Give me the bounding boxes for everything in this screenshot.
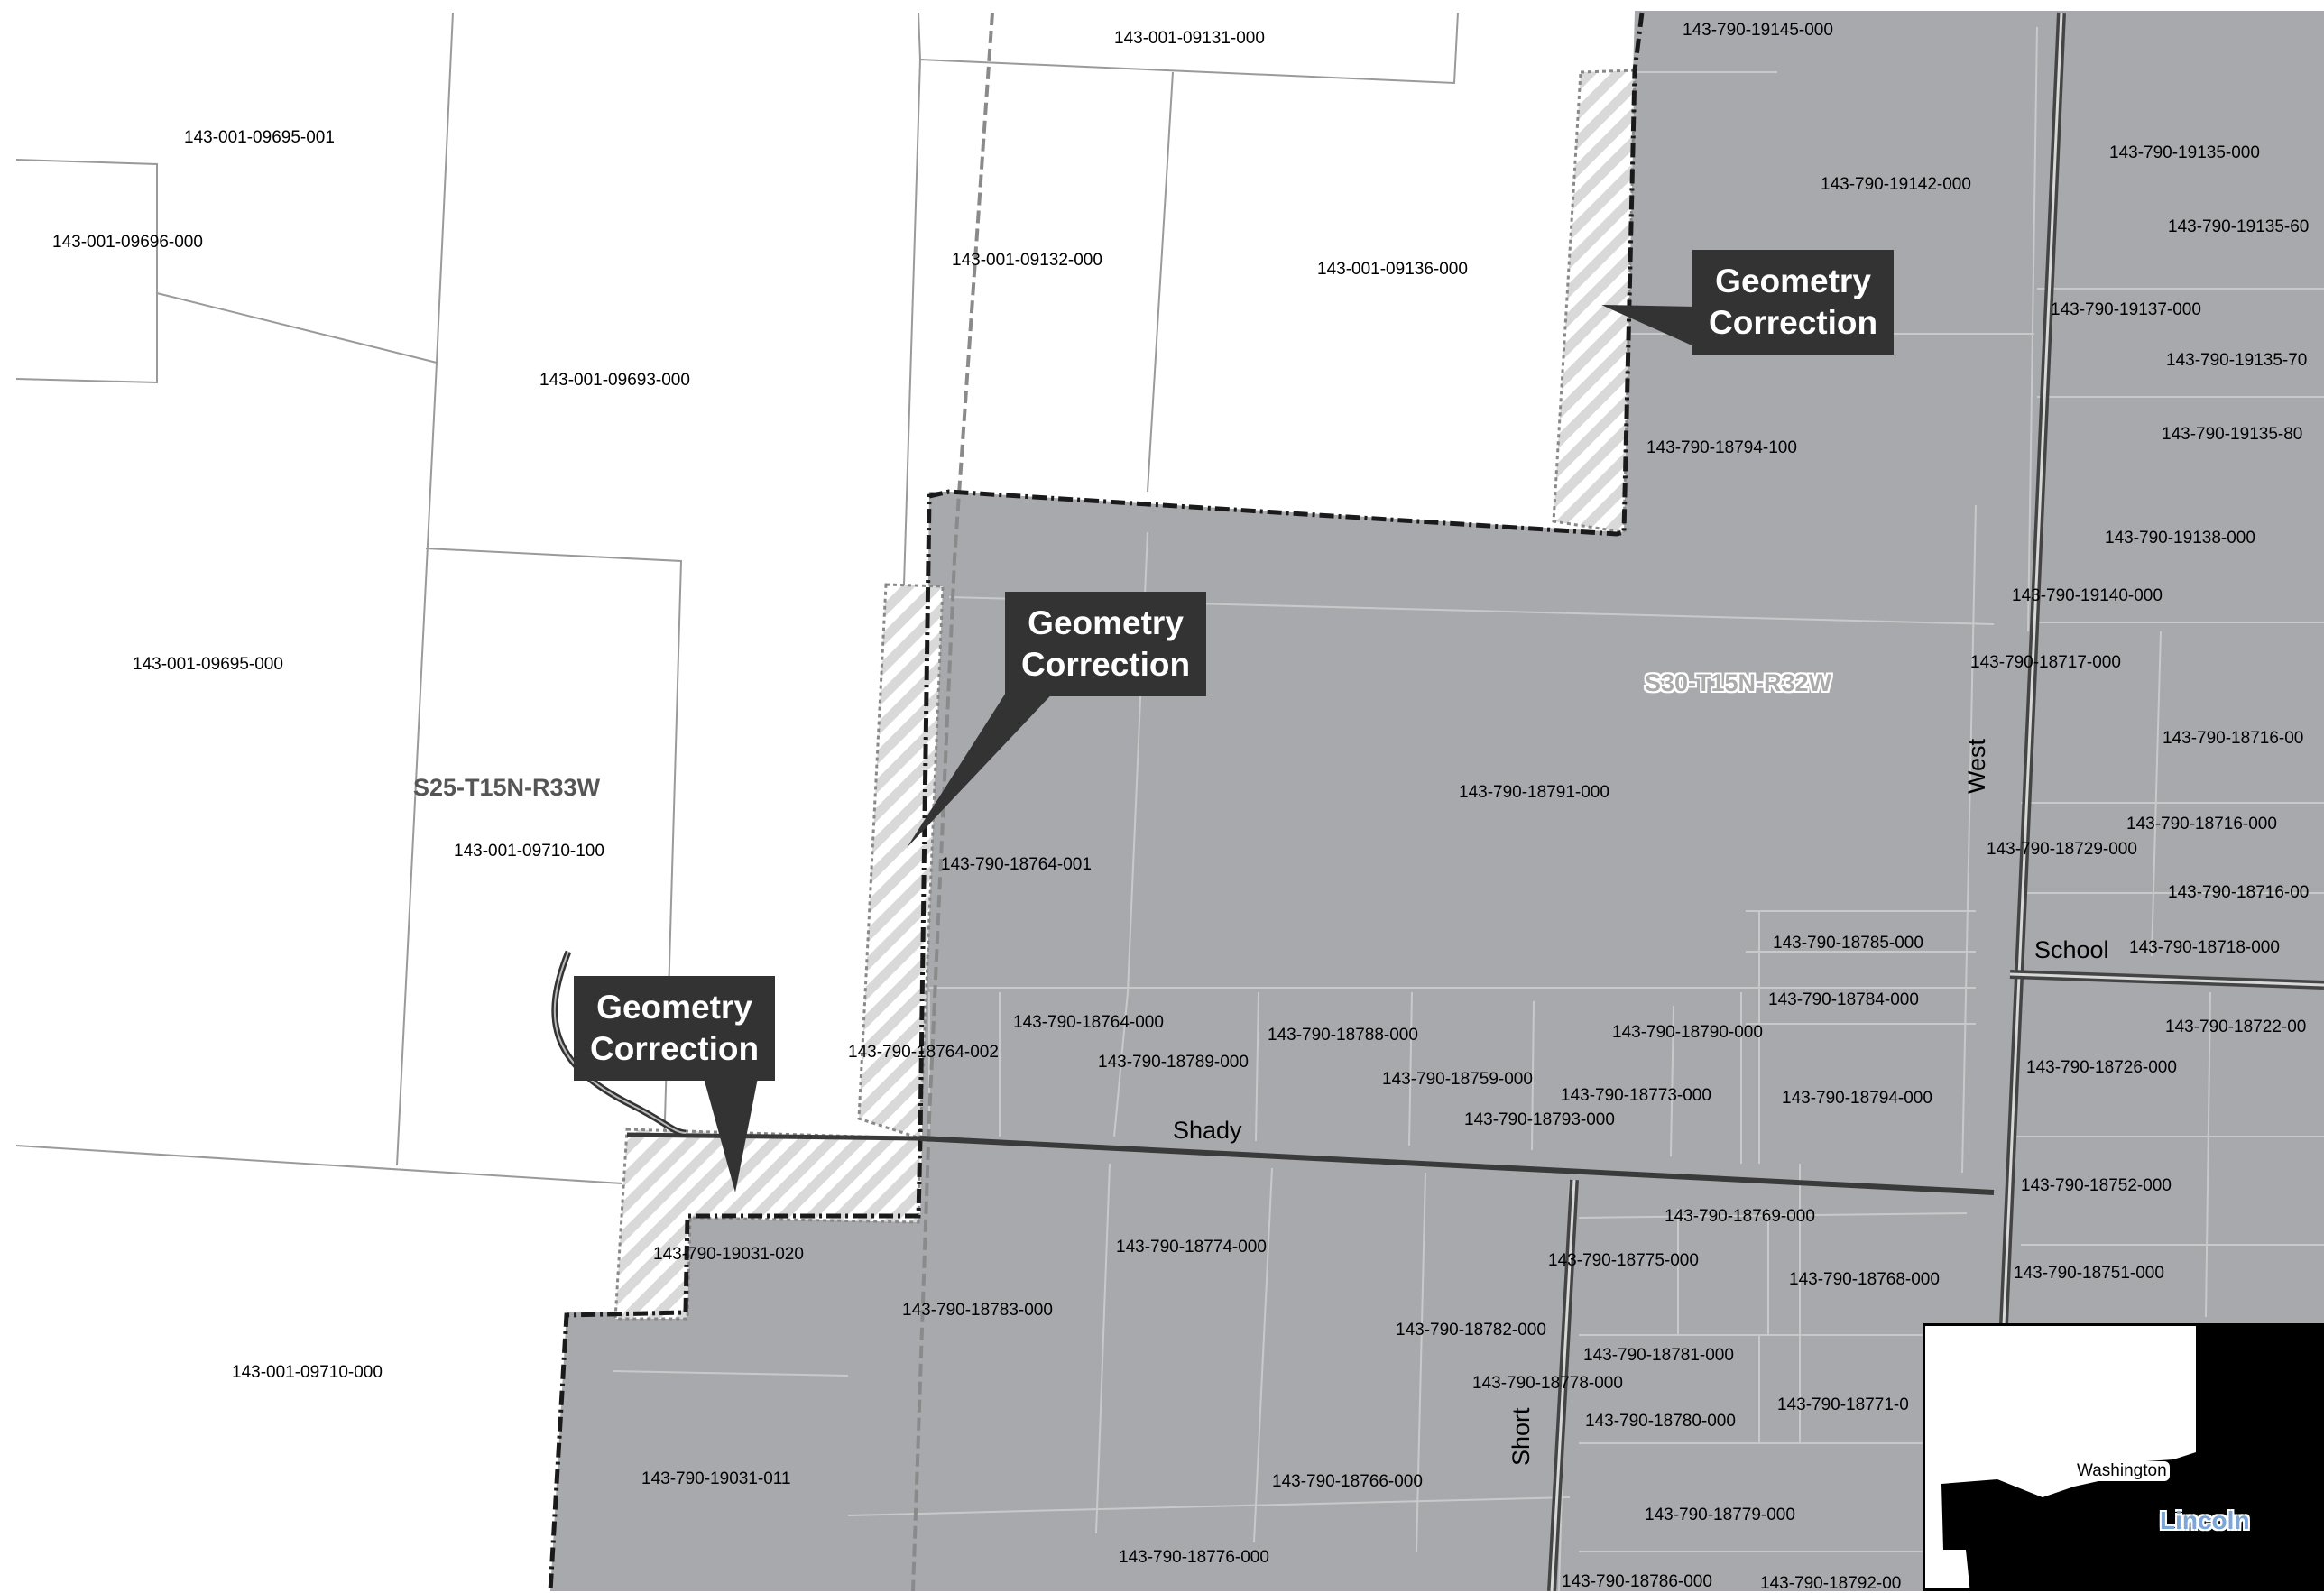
parcel-label: 143-790-18794-000 — [1782, 1089, 1932, 1108]
parcel-label: 143-790-18752-000 — [2021, 1176, 2172, 1195]
callout-line-2: Correction — [1021, 646, 1191, 683]
road-label-west: West — [1963, 738, 1990, 794]
parcel-label: 143-790-18789-000 — [1098, 1053, 1249, 1072]
road-label-school: School — [2034, 936, 2109, 963]
parcel-label: 143-001-09136-000 — [1317, 260, 1468, 279]
parcel-label: 143-790-18759-000 — [1382, 1070, 1533, 1089]
parcel-label: 143-790-18729-000 — [1987, 840, 2137, 859]
inset-town-label: Washington — [2074, 1461, 2170, 1481]
parcel-label: 143-790-19031-020 — [653, 1245, 804, 1264]
parcel-label: 143-790-18793-000 — [1464, 1110, 1615, 1129]
parcel-label: 143-790-18794-100 — [1646, 438, 1797, 457]
parcel-label: 143-790-18751-000 — [2014, 1264, 2164, 1283]
parcel-label: 143-790-18774-000 — [1116, 1238, 1267, 1257]
inset-locator-map: Washington Lincoln — [1923, 1323, 2324, 1591]
county-shaded-area — [550, 11, 2324, 1591]
callout-top-right: Geometry Correction — [1692, 250, 1895, 355]
parcel-label: 143-790-19135-70 — [2166, 351, 2308, 370]
parcel-label: 143-001-09695-000 — [133, 655, 283, 674]
callout-line-1: Geometry — [1715, 262, 1871, 299]
parcel-label: 143-790-18771-0 — [1777, 1395, 1909, 1414]
parcel-label: 143-790-18716-00 — [2163, 729, 2304, 748]
parcel-label: 143-790-18779-000 — [1645, 1506, 1795, 1524]
parcel-label: 143-001-09695-001 — [184, 128, 335, 147]
parcel-label: 143-001-09132-000 — [952, 251, 1102, 270]
parcel-label: 143-790-19135-80 — [2162, 425, 2303, 444]
parcel-label: 143-790-18718-000 — [2129, 938, 2280, 957]
parcel-label: 143-790-18768-000 — [1789, 1270, 1940, 1289]
parcel-label: 143-790-19137-000 — [2051, 300, 2201, 319]
callout-line-2: Correction — [1709, 304, 1878, 341]
parcel-label: 143-790-18717-000 — [1970, 653, 2121, 672]
parcel-lines-west — [15, 12, 1459, 1184]
section-line — [911, 12, 994, 1591]
inset-county-label: Lincoln — [2160, 1506, 2250, 1534]
callout-pointer-bottom-left — [704, 1078, 758, 1192]
parcel-label: 143-790-18791-000 — [1459, 783, 1609, 802]
parcel-label: 143-790-18773-000 — [1561, 1086, 1711, 1105]
parcel-label: 143-790-19031-011 — [641, 1469, 791, 1488]
parcel-label: 143-790-18766-000 — [1272, 1472, 1423, 1491]
parcel-label: 143-790-18784-000 — [1768, 990, 1919, 1009]
callout-line-1: Geometry — [596, 989, 752, 1026]
parcel-label: 143-790-19135-60 — [2168, 217, 2310, 236]
county-boundary — [548, 12, 1645, 1591]
parcel-label: 143-790-18776-000 — [1119, 1548, 1269, 1567]
parcel-label: 143-790-18726-000 — [2026, 1058, 2177, 1077]
road-school-inner — [2009, 972, 2324, 987]
parcel-label: 143-790-18782-000 — [1396, 1321, 1546, 1340]
parcel-label: 143-790-19140-000 — [2012, 586, 2163, 605]
parcel-label: 143-790-18716-000 — [2126, 815, 2277, 833]
parcel-label: 143-790-18790-000 — [1612, 1023, 1763, 1042]
road-label-shady: Shady — [1173, 1117, 1242, 1144]
parcel-label: 143-001-09693-000 — [540, 371, 690, 390]
parcel-label: 143-790-18788-000 — [1268, 1026, 1418, 1045]
callout-middle: Geometry Correction — [1005, 592, 1207, 696]
road-short-inner — [1550, 1179, 1576, 1591]
parcel-label: 143-790-18775-000 — [1548, 1251, 1699, 1270]
parcel-label: 143-790-18781-000 — [1583, 1346, 1734, 1365]
parcel-label: 143-790-18764-000 — [1013, 1013, 1164, 1032]
parcel-label: 143-001-09710-000 — [232, 1363, 383, 1382]
callout-line-1: Geometry — [1028, 604, 1184, 641]
road-shady — [919, 1136, 1995, 1195]
callout-line-2: Correction — [590, 1030, 760, 1067]
parcel-label: 143-790-18792-00 — [1760, 1574, 1902, 1593]
parcel-label: 143-790-18764-001 — [941, 855, 1092, 874]
inset-white-notch — [2142, 1326, 2196, 1353]
parcel-label: 143-790-19135-000 — [2109, 143, 2260, 162]
parcel-label: 143-001-09710-100 — [454, 842, 604, 861]
correction-area-top-right — [1552, 69, 1637, 534]
parcel-label: 143-790-19142-000 — [1821, 175, 1971, 194]
road-shady-west — [626, 1132, 921, 1141]
inset-county-shape — [1941, 1326, 2321, 1588]
callout-bottom-left: Geometry Correction — [574, 976, 776, 1081]
parcel-label: 143-001-09696-000 — [52, 233, 203, 252]
parcel-label: 143-790-18780-000 — [1585, 1412, 1736, 1431]
section-label-west: S25-T15N-R33W — [413, 774, 601, 801]
parcel-label: 143-790-19145-000 — [1683, 21, 1833, 40]
road-label-short: Short — [1508, 1407, 1535, 1466]
parcel-label: 143-790-18778-000 — [1472, 1374, 1623, 1393]
parcel-label: 143-790-18783-000 — [902, 1301, 1053, 1320]
parcel-label: 143-001-09131-000 — [1114, 29, 1265, 48]
parcel-label: 143-790-18722-00 — [2165, 1017, 2307, 1036]
parcel-label: 143-790-18769-000 — [1665, 1207, 1815, 1226]
parcel-label: 143-790-19138-000 — [2105, 529, 2255, 548]
inset-canvas — [1941, 1326, 2321, 1588]
callout-pointer-middle — [907, 686, 1060, 848]
road-curve-inner — [553, 951, 687, 1134]
section-label-east: S30-T15N-R32W — [1645, 669, 1832, 696]
parcel-label: 143-790-18716-00 — [2168, 883, 2310, 902]
parcel-label: 143-790-18764-002 — [848, 1043, 999, 1062]
parcel-label: 143-790-18786-000 — [1562, 1572, 1712, 1591]
parcel-label: 143-790-18785-000 — [1773, 934, 1923, 953]
callout-pointer-top-right — [1601, 305, 1696, 347]
correction-area-bottom-left — [613, 1128, 922, 1321]
